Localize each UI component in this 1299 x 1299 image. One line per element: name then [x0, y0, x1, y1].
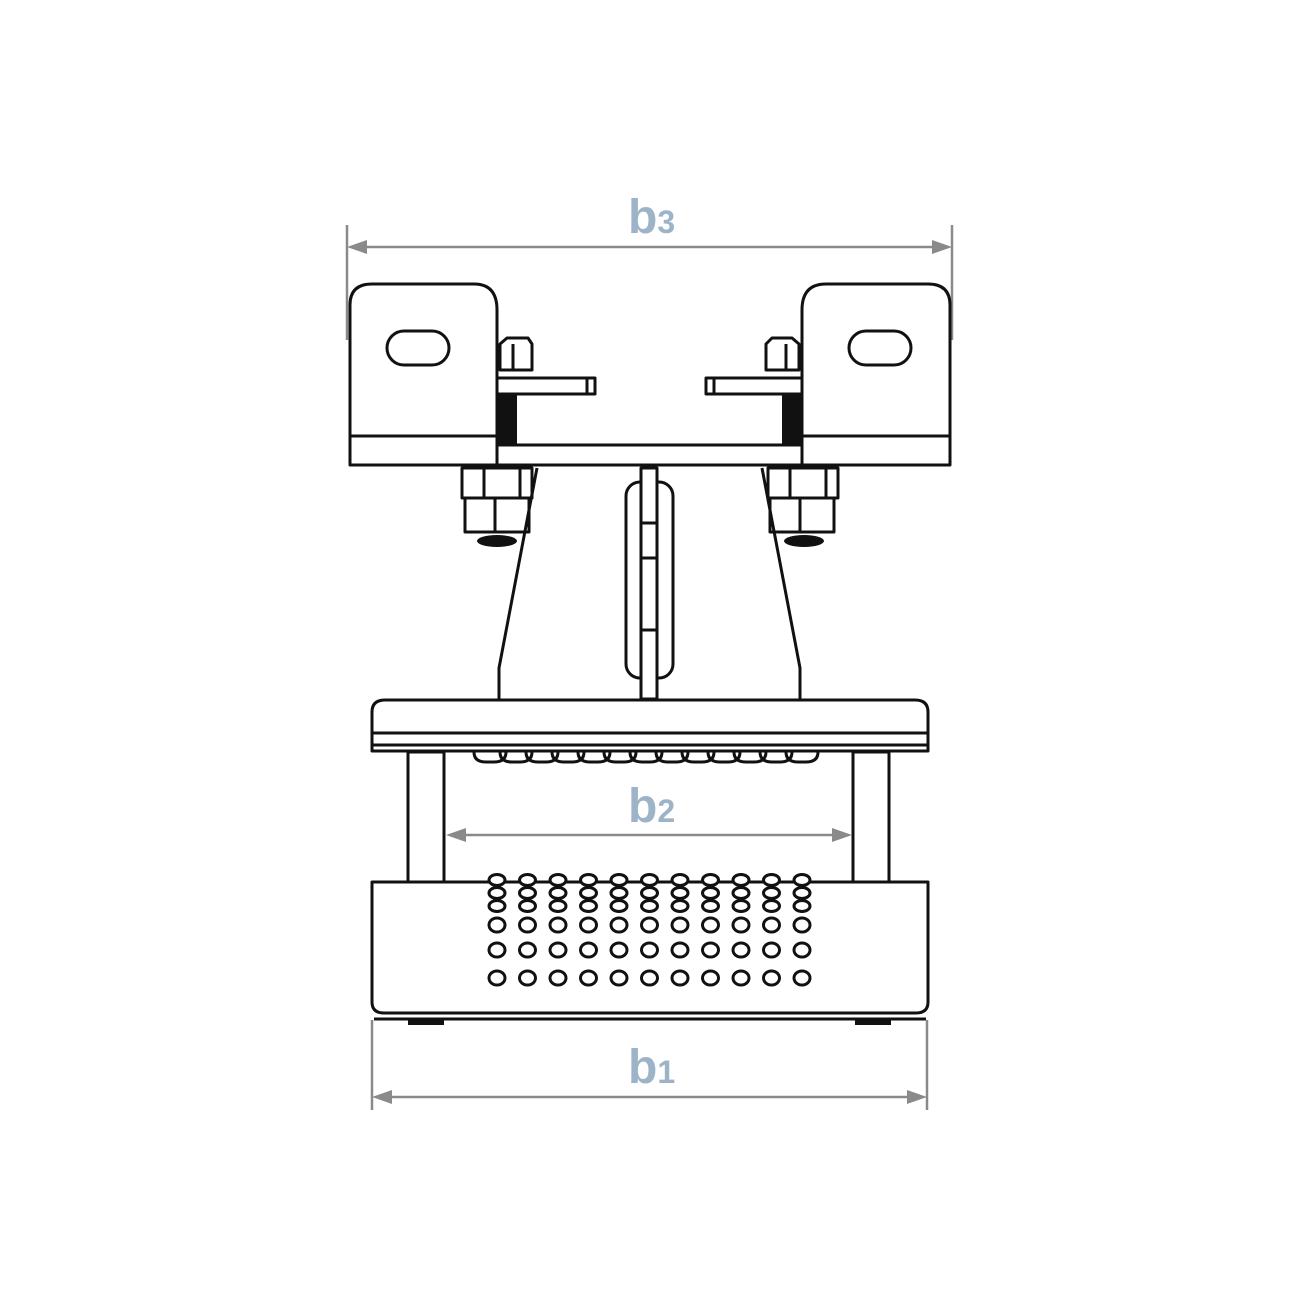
top-beam [495, 336, 804, 467]
grid-dot [731, 886, 751, 900]
grid-dot [701, 873, 720, 887]
grid-dot [518, 873, 537, 887]
grid-dot [579, 916, 598, 934]
grid-dot [548, 969, 568, 987]
grid-dot [792, 941, 812, 959]
grid-dot [701, 969, 720, 987]
dimension-label-b3: b3 [628, 191, 675, 244]
base-dot-grid [487, 873, 812, 987]
grid-dot [762, 899, 781, 913]
grid-dot [670, 899, 690, 913]
grid-dot [579, 899, 598, 913]
right-nut-stack [766, 466, 840, 547]
grid-dot [640, 873, 659, 887]
grid-dot [609, 916, 629, 934]
slot-hole-icon [385, 329, 451, 367]
left-nut-stack [460, 466, 534, 547]
grid-dot [609, 899, 629, 913]
grid-dot [487, 886, 507, 900]
grid-dot [640, 916, 659, 934]
grid-dot [762, 886, 781, 900]
grid-dot [762, 873, 781, 887]
grid-dot [701, 941, 720, 959]
grid-dot [640, 886, 659, 900]
grid-dot [609, 969, 629, 987]
grid-dot [579, 941, 598, 959]
top-nut-icon [498, 336, 534, 372]
grid-dot [731, 941, 751, 959]
grid-dot [548, 873, 568, 887]
grid-dot [731, 873, 751, 887]
grid-dot [518, 941, 537, 959]
grid-dot [762, 969, 781, 987]
grid-dot [670, 916, 690, 934]
grid-dot [792, 886, 812, 900]
grid-dot [670, 886, 690, 900]
top-nut-icon [764, 336, 801, 372]
base-block [370, 873, 930, 1025]
grid-dot [640, 941, 659, 959]
plate-teeth [472, 751, 820, 764]
dimension-label-b1: b1 [628, 1041, 675, 1094]
grid-dot [518, 969, 537, 987]
grid-dot [487, 941, 507, 959]
left-post [406, 750, 446, 885]
grid-dot [792, 969, 812, 987]
grid-dot [487, 969, 507, 987]
grid-dot [579, 886, 598, 900]
left-bracket [348, 282, 499, 467]
grid-dot [487, 899, 507, 913]
right-post [851, 750, 891, 885]
grid-dot [670, 873, 690, 887]
dimension-label-b2: b2 [628, 780, 675, 833]
right-bracket [800, 282, 952, 467]
grid-dot [670, 941, 690, 959]
tapered-support [497, 466, 802, 701]
grid-dot [548, 886, 568, 900]
grid-dot [762, 916, 781, 934]
dimension-b1: b1 [370, 1020, 929, 1110]
grid-dot [548, 941, 568, 959]
grid-dot [548, 916, 568, 934]
grid-dot [792, 899, 812, 913]
grid-dot [792, 916, 812, 934]
grid-dot [731, 916, 751, 934]
grid-dot [609, 886, 629, 900]
grid-dot [731, 899, 751, 913]
grid-dot [518, 916, 537, 934]
grid-dot [609, 873, 629, 887]
grid-dot [609, 941, 629, 959]
dimension-b2: b2 [446, 780, 852, 842]
grid-dot [518, 886, 537, 900]
grid-dot [701, 916, 720, 934]
slot-hole-icon [847, 329, 913, 367]
grid-dot [640, 969, 659, 987]
grid-dot [548, 899, 568, 913]
grid-dot [731, 969, 751, 987]
dimension-b3: b3 [345, 191, 954, 340]
grid-dot [762, 941, 781, 959]
grid-dot [701, 886, 720, 900]
grid-dot [487, 873, 507, 887]
grid-dot [579, 969, 598, 987]
grid-dot [701, 899, 720, 913]
grid-dot [518, 899, 537, 913]
middle-plate [370, 698, 930, 764]
grid-dot [640, 899, 659, 913]
grid-dot [487, 916, 507, 934]
grid-dot [670, 969, 690, 987]
grid-dot [792, 873, 812, 887]
grid-dot [579, 873, 598, 887]
